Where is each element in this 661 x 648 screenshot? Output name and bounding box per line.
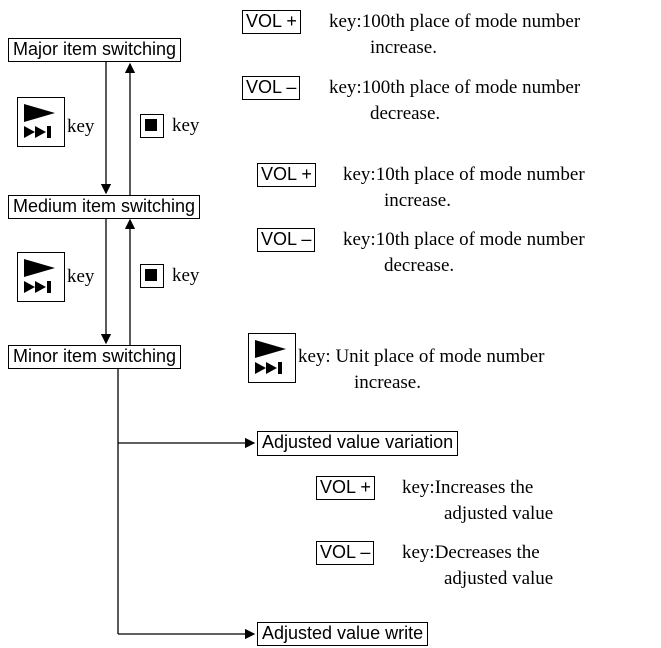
vol-plus-key: VOL + [242, 10, 301, 34]
variation-vol-plus-desc: key:Increases the [402, 477, 534, 498]
stop-square-icon [140, 264, 164, 288]
medium-vol-minus-desc: key:10th place of mode number [343, 229, 585, 250]
major-vol-plus-desc-2: increase. [370, 37, 437, 58]
vol-plus-key: VOL + [257, 163, 316, 187]
variation-vol-minus-desc: key:Decreases the [402, 542, 540, 563]
stop-square-icon [140, 114, 164, 138]
vol-minus-key: VOL – [242, 76, 301, 100]
variation-vol-minus-desc-2: adjusted value [444, 568, 554, 589]
medium-item-switching-box: Medium item switching [8, 195, 201, 219]
minor-item-switching-box: Minor item switching [8, 345, 182, 369]
major-vol-minus-desc: key:100th place of mode number [329, 77, 581, 98]
minor-play-desc: key: Unit place of mode number [298, 346, 545, 367]
minor-play-desc-2: increase. [354, 372, 421, 393]
play-key-label: key [67, 266, 95, 287]
vol-plus-key: VOL + [316, 476, 375, 500]
play-key-label: key [67, 116, 95, 137]
vol-minus-key: VOL – [316, 541, 375, 565]
medium-vol-plus-desc: key:10th place of mode number [343, 164, 585, 185]
medium-vol-minus-desc-2: decrease. [384, 255, 455, 276]
play-skip-forward-icon [17, 97, 65, 147]
variation-vol-plus-desc-2: adjusted value [444, 503, 554, 524]
medium-vol-plus-desc-2: increase. [384, 190, 451, 211]
major-item-switching-box: Major item switching [8, 38, 182, 62]
vol-minus-key: VOL – [257, 228, 316, 252]
adjusted-value-write-box: Adjusted value write [257, 622, 429, 646]
adjusted-value-variation-box: Adjusted value variation [257, 431, 459, 456]
major-vol-minus-desc-2: decrease. [370, 103, 441, 124]
play-skip-forward-icon [248, 333, 296, 383]
stop-key-label: key [172, 265, 200, 286]
play-skip-forward-icon [17, 252, 65, 302]
stop-key-label: key [172, 115, 200, 136]
major-vol-plus-desc: key:100th place of mode number [329, 11, 581, 32]
